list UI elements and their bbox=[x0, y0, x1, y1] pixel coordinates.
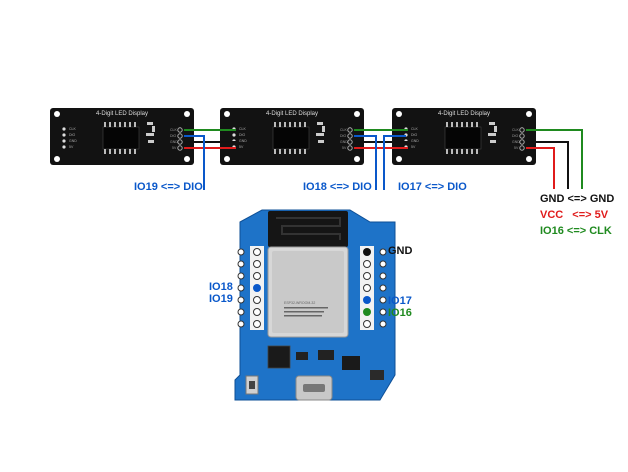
svg-text:CLK: CLK bbox=[411, 127, 418, 131]
svg-text:5V: 5V bbox=[69, 145, 74, 149]
power-clk-wires bbox=[526, 129, 583, 189]
svg-text:GND: GND bbox=[512, 140, 520, 144]
svg-text:GND: GND bbox=[170, 140, 178, 144]
board-label-io19: IO19 bbox=[209, 293, 233, 305]
led-display-3: 4-Digit LED Display CLK DIO GND 5V CLK DIO GN… bbox=[392, 108, 536, 165]
board-label-io16: IO16 bbox=[388, 307, 412, 319]
svg-text:CLK: CLK bbox=[69, 127, 76, 131]
label-io18-dio: IO18 <=> DIO bbox=[303, 181, 372, 193]
svg-text:5V: 5V bbox=[342, 146, 347, 150]
left-header bbox=[237, 246, 264, 330]
wires-d2-d3 bbox=[354, 129, 408, 149]
svg-text:5V: 5V bbox=[172, 146, 177, 150]
display-1-pins bbox=[177, 127, 183, 151]
svg-text:CLK: CLK bbox=[512, 128, 519, 132]
display-title: 4-Digit LED Display bbox=[96, 111, 148, 117]
svg-text:GND: GND bbox=[411, 139, 419, 143]
svg-text:DIO: DIO bbox=[239, 133, 246, 137]
svg-text:5V: 5V bbox=[411, 145, 416, 149]
svg-text:DIO: DIO bbox=[170, 134, 177, 138]
svg-text:CLK: CLK bbox=[340, 128, 347, 132]
svg-text:5V: 5V bbox=[239, 145, 244, 149]
led-display-1: 4-Digit LED Display CLK DIO GND 5V CLK DIO GN… bbox=[50, 108, 194, 165]
display-title: 4-Digit LED Display bbox=[266, 111, 318, 117]
label-vcc-5v: VCC <=> 5V bbox=[540, 209, 608, 221]
svg-text:DIO: DIO bbox=[69, 133, 76, 137]
board-label-io17: IO17 bbox=[388, 295, 412, 307]
label-io16-clk: IO16 <=> CLK bbox=[540, 225, 612, 237]
board-label-gnd: GND bbox=[388, 245, 413, 257]
board-label-io18: IO18 bbox=[209, 281, 233, 293]
esp32-board: ESP32-WROOM-32 bbox=[234, 209, 396, 401]
led-display-2: 4-Digit LED Display CLK DIO GND 5V CLK DIO GN… bbox=[220, 108, 364, 165]
svg-text:DIO: DIO bbox=[340, 134, 347, 138]
svg-text:CLK: CLK bbox=[170, 128, 177, 132]
label-vcc: VCC bbox=[540, 209, 564, 221]
svg-text:GND: GND bbox=[340, 140, 348, 144]
svg-text:GND: GND bbox=[239, 139, 247, 143]
module-text: ESP32-WROOM-32 bbox=[284, 301, 315, 305]
label-5v: <=> 5V bbox=[572, 209, 609, 221]
label-io17-dio: IO17 <=> DIO bbox=[398, 181, 467, 193]
svg-text:5V: 5V bbox=[514, 146, 519, 150]
svg-text:CLK: CLK bbox=[239, 127, 246, 131]
svg-text:DIO: DIO bbox=[411, 133, 418, 137]
display-3-pins bbox=[519, 127, 525, 151]
display-title: 4-Digit LED Display bbox=[438, 111, 490, 117]
label-io19-dio: IO19 <=> DIO bbox=[134, 181, 203, 193]
display-2-pins bbox=[347, 127, 353, 151]
svg-text:DIO: DIO bbox=[512, 134, 519, 138]
right-header bbox=[360, 246, 387, 330]
dio-wires bbox=[184, 135, 406, 190]
wires-d1-d2 bbox=[184, 129, 236, 149]
label-gnd-gnd: GND <=> GND bbox=[540, 193, 615, 205]
svg-text:GND: GND bbox=[69, 139, 77, 143]
